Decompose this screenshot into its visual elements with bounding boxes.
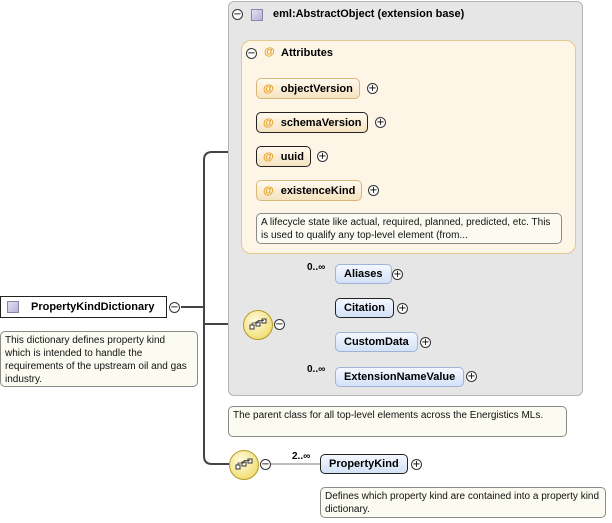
extensionnamevalue-cardinality: 0..∞	[307, 364, 326, 375]
propertykind-expand-icon[interactable]: +	[411, 458, 422, 470]
element-citation[interactable]: Citation	[335, 298, 394, 318]
existencekind-doc: A lifecycle state like actual, required,…	[256, 213, 562, 244]
extension-base-label: eml:AbstractObject (extension base)	[273, 8, 465, 20]
attribute-at-icon: @	[263, 116, 274, 129]
base-sequence-collapse-icon[interactable]: −	[274, 318, 285, 330]
extensionnamevalue-expand-icon[interactable]: +	[466, 370, 477, 382]
propertykind-cardinality: 2..∞	[292, 451, 311, 462]
root-element-doc: This dictionary defines property kind wh…	[0, 331, 198, 387]
aliases-cardinality: 0..∞	[307, 262, 326, 273]
aliases-expand-icon[interactable]: +	[392, 268, 403, 280]
sequence-icon	[249, 318, 267, 330]
existencekind-expand-icon[interactable]: +	[368, 184, 379, 196]
attribute-at-icon: @	[263, 150, 274, 163]
citation-expand-icon[interactable]: +	[397, 302, 408, 314]
element-name: PropertyKind	[329, 458, 399, 470]
attribute-existencekind[interactable]: @ existenceKind	[256, 180, 363, 201]
propertykind-sequence-collapse-icon[interactable]: −	[260, 458, 271, 470]
sequence-icon	[235, 458, 253, 470]
attribute-uuid[interactable]: @ uuid	[256, 146, 311, 167]
customdata-expand-icon[interactable]: +	[420, 336, 431, 348]
attribute-name: schemaVersion	[280, 116, 362, 129]
propertykind-doc: Defines which property kind are containe…	[320, 487, 606, 518]
element-extensionnamevalue[interactable]: ExtensionNameValue	[335, 367, 465, 387]
attributes-at-icon: @	[264, 46, 275, 58]
root-element-icon	[7, 301, 19, 313]
element-aliases[interactable]: Aliases	[335, 264, 392, 284]
base-sequence-compositor[interactable]	[243, 310, 273, 340]
attribute-name: uuid	[280, 150, 304, 163]
objectversion-expand-icon[interactable]: +	[367, 82, 378, 94]
propertykind-sequence-compositor[interactable]	[229, 450, 259, 480]
attribute-objectversion[interactable]: @ objectVersion	[256, 78, 360, 99]
element-name: Aliases	[344, 268, 383, 280]
attribute-name: objectVersion	[280, 82, 353, 95]
attribute-at-icon: @	[263, 184, 274, 197]
root-element-name: PropertyKindDictionary	[31, 301, 155, 313]
element-propertykind[interactable]: PropertyKind	[320, 454, 408, 474]
attribute-name: existenceKind	[280, 184, 356, 197]
extension-base-element-icon	[251, 9, 263, 21]
attributes-label: Attributes	[281, 47, 333, 59]
element-name: CustomData	[344, 336, 409, 348]
element-customdata[interactable]: CustomData	[335, 332, 418, 352]
uuid-expand-icon[interactable]: +	[317, 150, 328, 162]
attributes-collapse-icon[interactable]: −	[246, 47, 257, 59]
extension-base-collapse-icon[interactable]: −	[232, 8, 243, 20]
root-collapse-icon[interactable]: −	[169, 301, 180, 313]
element-name: ExtensionNameValue	[344, 371, 456, 383]
attribute-schemaversion[interactable]: @ schemaVersion	[256, 112, 369, 133]
attribute-at-icon: @	[263, 82, 274, 95]
element-name: Citation	[344, 302, 385, 314]
root-element[interactable]: PropertyKindDictionary	[0, 296, 167, 318]
schemaversion-expand-icon[interactable]: +	[375, 116, 386, 128]
extension-base-doc: The parent class for all top-level eleme…	[228, 406, 567, 437]
